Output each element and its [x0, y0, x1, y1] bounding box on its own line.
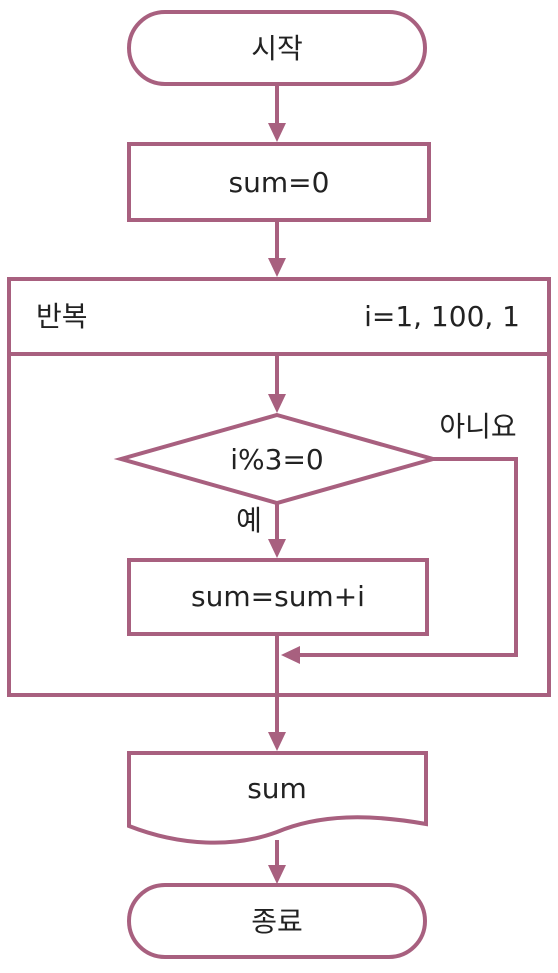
arrowhead-no-branch [281, 646, 300, 664]
arrowhead-loop-decision [268, 394, 286, 413]
start-label: 시작 [251, 32, 303, 65]
sum-process-box [127, 558, 429, 636]
end-label: 종료 [251, 905, 303, 938]
init-process-box [127, 142, 431, 222]
no-branch-line [300, 457, 518, 657]
arrowhead-output-end [268, 865, 286, 884]
decision-label: i%3=0 [230, 443, 323, 476]
arrowhead-loop-output [268, 732, 286, 751]
arrowhead-init-loop [268, 258, 286, 277]
end-terminal [127, 883, 427, 959]
init-label: sum=0 [229, 166, 330, 199]
no-label: 아니요 [439, 410, 516, 443]
output-document [127, 751, 428, 845]
sum-process-label: sum=sum+i [191, 580, 365, 613]
arrowhead-yes-branch [268, 539, 286, 558]
arrowhead-start-init [268, 123, 286, 142]
loop-label: 반복 [36, 300, 88, 333]
output-label: sum [247, 772, 307, 805]
loop-params: i=1, 100, 1 [364, 300, 520, 333]
yes-label: 예 [236, 504, 262, 537]
